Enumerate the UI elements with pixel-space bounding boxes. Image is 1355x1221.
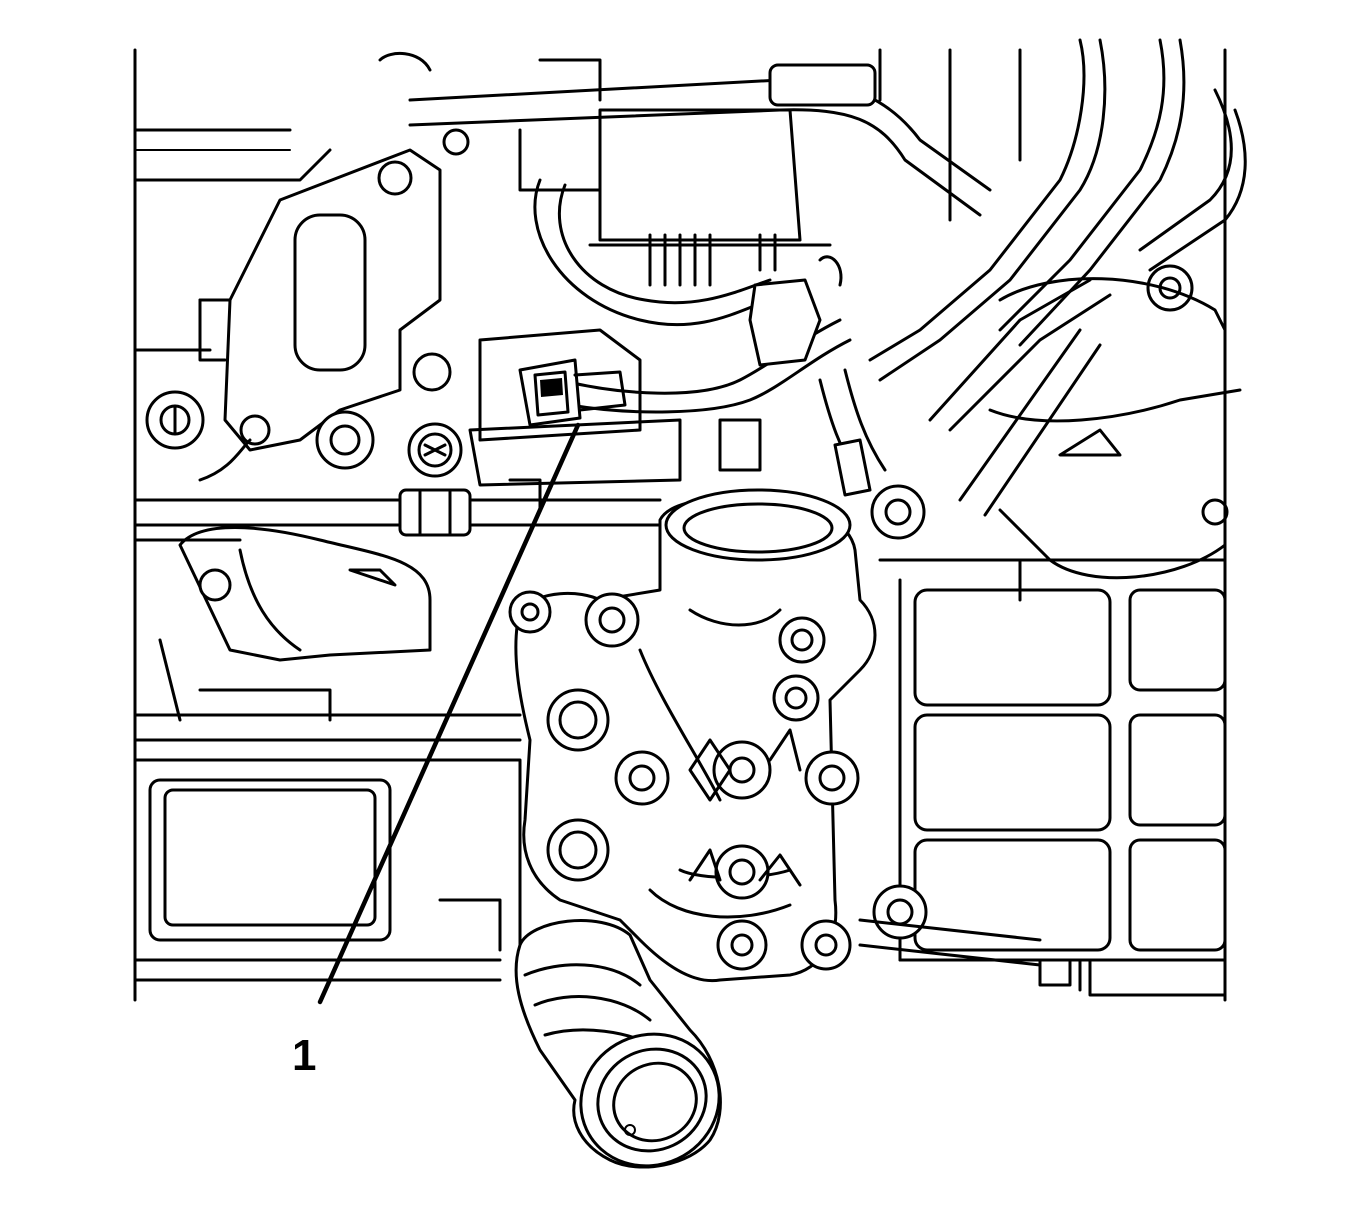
wiring-harness — [408, 63, 992, 414]
upper-module — [378, 51, 832, 287]
connector — [468, 328, 762, 512]
left-bosses — [145, 352, 463, 478]
lower-hose — [514, 919, 722, 1169]
right-harness — [818, 38, 1247, 526]
housing-bolts — [508, 484, 928, 971]
callout-leader-line — [317, 422, 581, 1005]
horizontal-tube — [133, 438, 662, 537]
upper-bracket — [198, 148, 442, 452]
callout-label: 1 — [292, 1031, 316, 1080]
callout-1: 1 — [292, 422, 581, 1080]
lower-details — [438, 898, 1082, 992]
right-gear-housing — [998, 277, 1227, 602]
right-housing — [878, 48, 1227, 1002]
left-housing — [133, 48, 522, 1002]
lower-left-body — [158, 526, 432, 722]
